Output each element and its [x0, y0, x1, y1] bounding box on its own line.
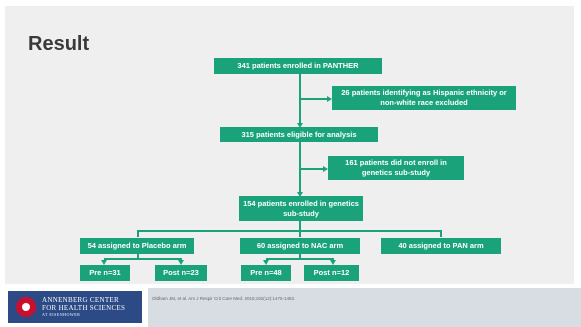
box-nac-arm: 60 assigned to NAC arm [240, 238, 360, 254]
arrow-right-not-enroll [323, 166, 328, 172]
arrow-down-placebo-post [178, 260, 184, 265]
connector-nac-split-h [266, 258, 334, 260]
box-placebo-pre: Pre n=31 [80, 265, 130, 281]
connector-nac [299, 230, 301, 237]
box-nac-pre: Pre n=48 [241, 265, 291, 281]
citation-text: Oldham JM, et al. Am J Respir Crit Care … [152, 296, 296, 301]
box-excluded: 26 patients identifying as Hispanic ethn… [332, 86, 516, 110]
connector-pan [440, 230, 442, 237]
connector-placebo-split-v [137, 254, 139, 259]
seal-icon [16, 297, 36, 317]
connector-placebo-split-h [104, 258, 182, 260]
box-eligible: 315 patients eligible for analysis [220, 127, 378, 142]
arrow-right-excluded [327, 96, 332, 102]
box-placebo-arm: 54 assigned to Placebo arm [80, 238, 194, 254]
slide-content [5, 6, 574, 284]
box-nac-post: Post n=12 [304, 265, 359, 281]
box-genetics: 154 patients enrolled in genetics sub-st… [239, 196, 363, 221]
box-not-enroll: 161 patients did not enroll in genetics … [328, 156, 464, 180]
logo-line-2: FOR HEALTH SCIENCES [42, 304, 126, 312]
arrow-down-nac-pre [263, 260, 269, 265]
box-enrolled: 341 patients enrolled in PANTHER [214, 58, 382, 74]
connector-arms-horizontal [137, 230, 442, 232]
arrow-down-nac-post [330, 260, 336, 265]
box-pan-arm: 40 assigned to PAN arm [381, 238, 501, 254]
box-placebo-post: Post n=23 [155, 265, 207, 281]
logo-text: ANNENBERG CENTER FOR HEALTH SCIENCES AT … [42, 296, 125, 318]
footer-citation-bar [148, 288, 581, 327]
connector-nac-split-v [299, 254, 301, 259]
annenberg-logo: ANNENBERG CENTER FOR HEALTH SCIENCES AT … [8, 291, 142, 323]
connector-to-excluded [300, 98, 328, 100]
connector-to-not-enroll [300, 168, 324, 170]
arrow-down-eligible [297, 123, 303, 128]
arrow-down-placebo-pre [101, 260, 107, 265]
logo-line-3: AT EISENHOWER [42, 312, 81, 317]
logo-line-1: ANNENBERG CENTER [42, 296, 119, 304]
connector-main-3 [299, 221, 301, 231]
arrow-down-genetics [297, 192, 303, 197]
slide-title: Result [28, 33, 90, 55]
connector-placebo [137, 230, 139, 237]
